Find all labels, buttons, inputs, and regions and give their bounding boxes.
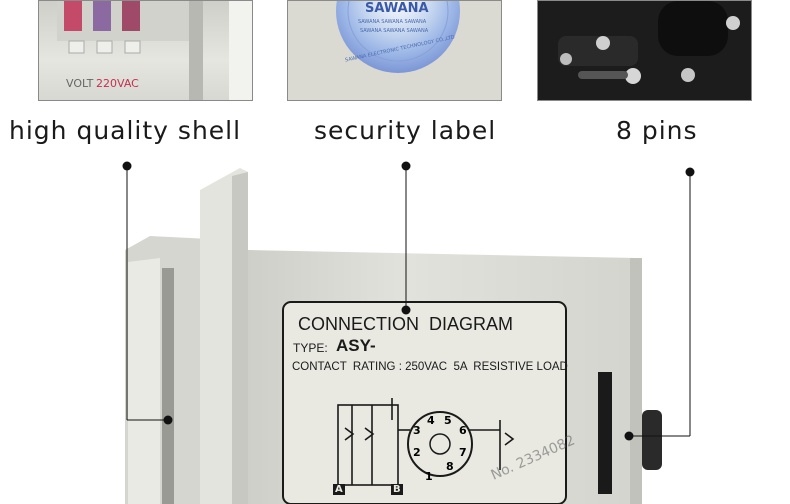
type-value: ASY-: [336, 336, 376, 355]
connection-diagram-heading: CONNECTION DIAGRAM: [298, 314, 514, 334]
callout-dot-pins-top: [685, 167, 695, 177]
pin-number: 8: [446, 460, 454, 473]
shell-closeup-image: [57, 1, 252, 100]
caption-8-pins: 8 pins: [616, 116, 698, 145]
shell-closeup-thumbnail: VOLT 220VAC: [38, 0, 253, 101]
callout-dot-shell-top: [122, 161, 132, 171]
pins-closeup-thumbnail: [537, 0, 752, 101]
terminal-b: B: [391, 484, 403, 495]
repeat-line-1: SAWANA SAWANA SAWANA: [358, 19, 427, 25]
volt-value: 220VAC: [96, 77, 139, 90]
pin-number: 5: [444, 414, 452, 427]
terminal-a: A: [333, 484, 345, 495]
caption-security-label: security label: [314, 116, 497, 145]
callout-dot-label-top: [401, 161, 411, 171]
caption-high-quality-shell: high quality shell: [9, 116, 242, 145]
hologram-sticker: [336, 1, 460, 73]
pin-number: 4: [427, 414, 435, 427]
security-label-thumbnail: SAWANA SAWANA SAWANA SAWANA SAWANA SAWAN…: [287, 0, 502, 101]
pins-closeup-image: [538, 1, 751, 100]
callout-dot-label-end: [401, 305, 411, 315]
pin-number: 2: [413, 446, 421, 459]
octal-pin-socket: [407, 411, 473, 477]
contact-rating: CONTACT RATING : 250VAC 5A RESISTIVE LOA…: [292, 361, 568, 373]
callout-dot-shell-end: [163, 415, 173, 425]
pin-number: 1: [425, 470, 433, 483]
type-label: TYPE:: [293, 341, 328, 355]
pin-number: 7: [459, 446, 467, 459]
pin-number: 3: [413, 424, 421, 437]
callout-dot-pins-end: [624, 431, 634, 441]
repeat-line-2: SAWANA SAWANA SAWANA: [360, 28, 429, 34]
wiring-schematic: [337, 398, 515, 486]
pin-number: 6: [459, 424, 467, 437]
sawana-brand: SAWANA: [365, 1, 429, 16]
volt-label: VOLT: [66, 77, 94, 90]
